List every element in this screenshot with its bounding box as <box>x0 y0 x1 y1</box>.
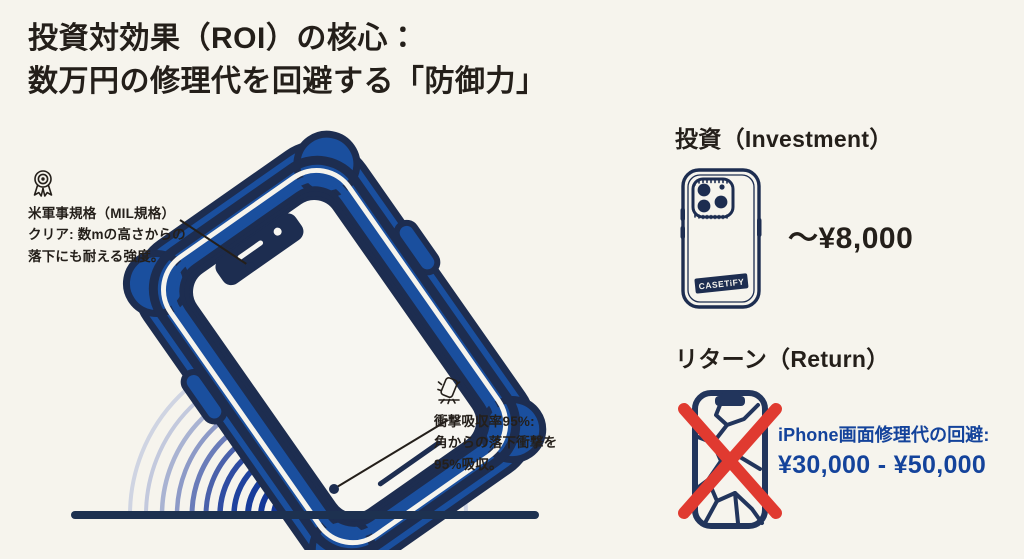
investment-heading: 投資（Investment） <box>675 126 893 152</box>
casetify-phone-case-icon: CASETiFY <box>675 166 775 311</box>
return-amount: ¥30,000 - ¥50,000 <box>778 451 987 480</box>
home-indicator <box>377 440 442 487</box>
annotation-mil-text: 米軍事規格（MIL規格） クリア: 数mの高さからの 落下にも耐える強度。 <box>28 206 186 264</box>
leader-line-mil <box>179 219 255 272</box>
annotation-shock-text: 衝撃吸収率95%: 角からの落下衝撃を 95%吸収。 <box>434 414 558 472</box>
return-heading: リターン（Return） <box>675 346 890 372</box>
return-value-block: iPhone画面修理代の回避: ¥30,000 - ¥50,000 <box>778 423 1024 483</box>
phone-drop-impact-icon <box>434 376 464 406</box>
red-cross-overlay <box>678 403 782 519</box>
investment-price: ～¥8,000 <box>788 222 914 255</box>
hero-illustration <box>30 110 630 550</box>
casetify-brand-badge: CASETiFY <box>694 273 749 294</box>
phone-notch <box>215 213 304 286</box>
return-label: iPhone画面修理代の回避: <box>778 425 990 445</box>
award-medal-icon <box>28 168 58 198</box>
roi-summary-column: 投資（Investment） <box>660 0 1024 559</box>
annotation-shock-absorption: 衝撃吸収率95%: 角からの落下衝撃を 95%吸収。 <box>434 376 624 475</box>
phone-in-case <box>122 130 547 550</box>
leader-line-shock <box>329 419 449 494</box>
annotation-mil-spec: 米軍事規格（MIL規格） クリア: 数mの高さからの 落下にも耐える強度。 <box>28 168 258 267</box>
cracked-phone-crossed-out-icon <box>672 385 788 535</box>
svg-text:CASETiFY: CASETiFY <box>698 277 745 292</box>
page-title: 投資対効果（ROI）の核心： 数万円の修理代を回避する「防御力」 <box>28 22 547 98</box>
